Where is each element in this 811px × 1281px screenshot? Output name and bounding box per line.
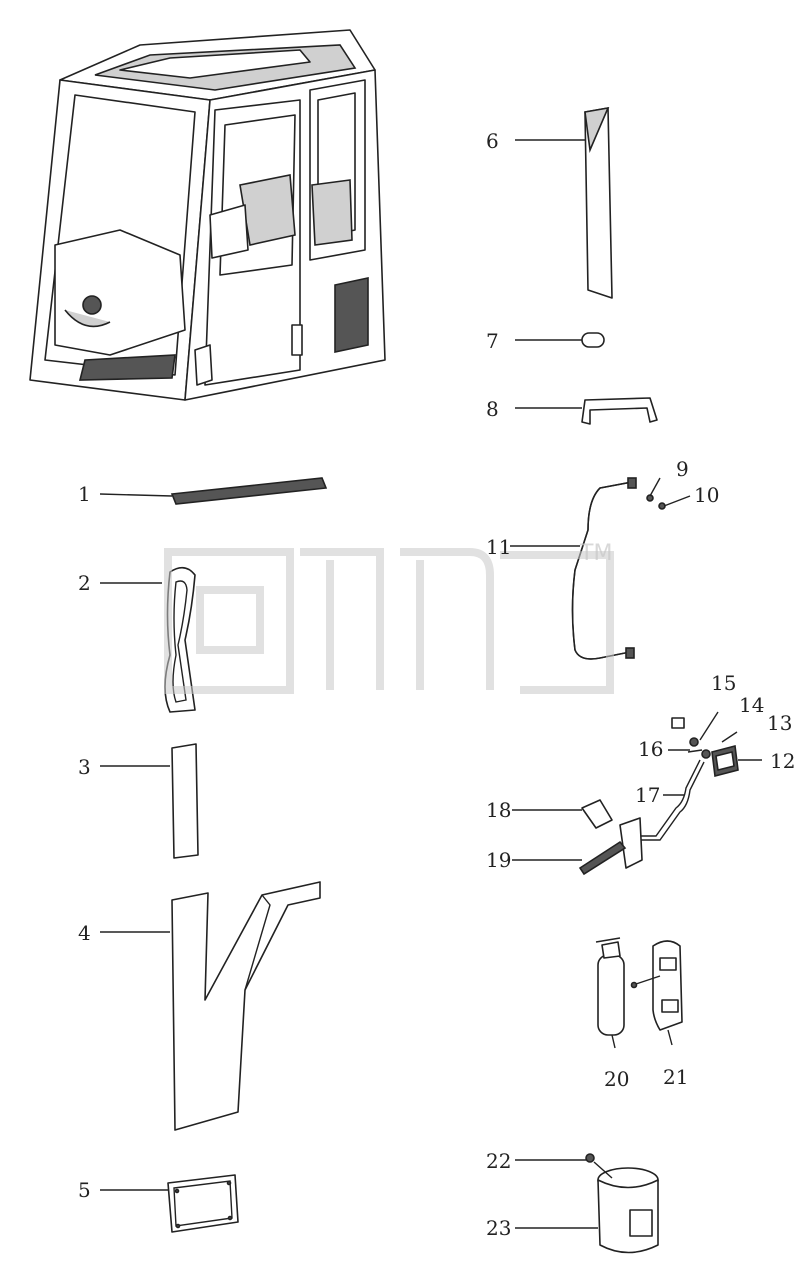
part-7-plug	[515, 332, 605, 348]
part-22-23-bin	[515, 1153, 659, 1254]
part-3-pad	[100, 743, 199, 859]
watermark-trademark: TM	[579, 541, 612, 566]
callout-16: 16	[638, 737, 663, 761]
callout-1: 1	[78, 482, 91, 506]
callout-18: 18	[486, 798, 511, 822]
part-20-extinguisher	[595, 937, 625, 1049]
part-1-strip	[99, 477, 328, 505]
callout-19: 19	[486, 848, 511, 872]
callout-3: 3	[78, 755, 91, 779]
callout-8: 8	[486, 397, 499, 421]
callout-6: 6	[486, 129, 499, 153]
part-21-bracket	[630, 940, 683, 1046]
part-5-plate	[100, 1174, 239, 1233]
callout-2: 2	[78, 571, 91, 595]
callout-17: 17	[635, 783, 660, 807]
part-12-19-mirror-assembly	[512, 711, 762, 876]
callout-5: 5	[78, 1178, 91, 1202]
cab-assembly-illustration	[29, 29, 386, 401]
callout-11: 11	[486, 535, 511, 559]
part-8-handle	[515, 397, 658, 425]
callout-7: 7	[486, 329, 499, 353]
part-4-panel	[100, 881, 321, 1131]
callout-labels: 1 2 3 4 5 6 7 8 9 10 11 12 13 14 15 16 1…	[78, 129, 795, 1240]
callout-21: 21	[663, 1065, 688, 1089]
callout-23: 23	[486, 1216, 511, 1240]
callout-9: 9	[676, 457, 689, 481]
part-11-handrail	[510, 477, 691, 660]
callout-12: 12	[770, 749, 795, 773]
callout-10: 10	[694, 483, 719, 507]
callout-22: 22	[486, 1149, 511, 1173]
callout-20: 20	[604, 1067, 629, 1091]
callout-15: 15	[711, 671, 736, 695]
part-6-glass	[515, 106, 613, 299]
callout-13: 13	[767, 711, 792, 735]
callout-4: 4	[78, 921, 91, 945]
watermark-logo: TM	[164, 541, 614, 694]
callout-14: 14	[739, 693, 764, 717]
